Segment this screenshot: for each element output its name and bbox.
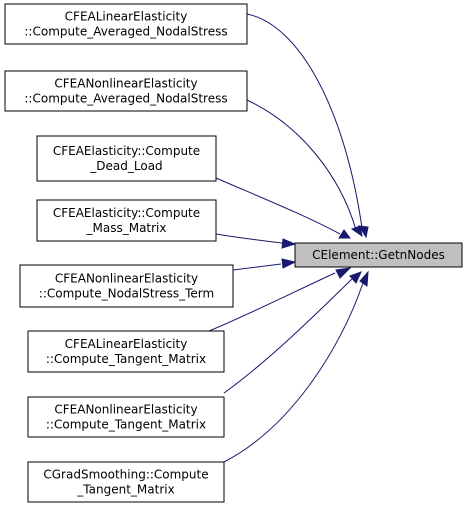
edge-feanonlinear_tangent_matrix — [223, 271, 362, 394]
node-label-line: CFEANonlinearElasticity — [54, 77, 197, 91]
arrowhead — [338, 229, 351, 239]
arrowhead — [358, 225, 369, 239]
node-label-line: CFEAElasticity::Compute — [53, 144, 200, 158]
edge-line — [208, 272, 336, 332]
arrowhead — [350, 225, 363, 238]
node-label-line: ::Compute_Tangent_Matrix — [46, 352, 206, 366]
node-label-line: CFEAElasticity::Compute — [53, 206, 200, 220]
caller-node-fealinear_avg_nodal_stress[interactable]: CFEALinearElasticity::Compute_Averaged_N… — [4, 3, 248, 45]
caller-node-feanonlinear_nodalstress_term[interactable]: CFEANonlinearElasticity::Compute_NodalSt… — [19, 264, 234, 308]
arrowhead — [349, 271, 362, 284]
node-box — [27, 330, 225, 373]
edge-feanonlinear_nodalstress_term — [232, 258, 297, 271]
caller-node-fealinear_tangent_matrix[interactable]: CFEALinearElasticity::Compute_Tangent_Ma… — [27, 330, 225, 373]
node-box — [4, 3, 248, 45]
node-box — [27, 396, 225, 438]
edge-gradsmoothing_tangent_matrix — [223, 270, 369, 463]
node-label-line: CFEANonlinearElasticity — [55, 272, 198, 286]
node-label-line: ::Compute_Averaged_NodalStress — [24, 92, 227, 106]
edge-line — [215, 233, 283, 244]
node-label-line: ::Compute_Averaged_NodalStress — [24, 25, 227, 39]
node-label-line: ::Compute_NodalStress_Term — [39, 287, 214, 301]
edge-line — [246, 99, 357, 231]
edge-feanonlinear_avg_nodal_stress — [246, 99, 363, 238]
edge-line — [215, 177, 341, 235]
edge-fealinear_tangent_matrix — [208, 267, 352, 332]
node-box — [36, 199, 217, 242]
caller-node-feanonlinear_tangent_matrix[interactable]: CFEANonlinearElasticity::Compute_Tangent… — [27, 396, 225, 438]
edge-line — [246, 13, 363, 229]
node-label-line: CFEANonlinearElasticity — [54, 403, 197, 417]
edge-line — [232, 263, 282, 271]
node-label-line: ::Compute_Tangent_Matrix — [46, 418, 206, 432]
edge-feaelasticity_dead_load — [215, 177, 351, 239]
edge-fealinear_avg_nodal_stress — [246, 13, 369, 239]
caller-node-gradsmoothing_tangent_matrix[interactable]: CGradSmoothing::Compute_Tangent_Matrix — [27, 461, 225, 503]
node-label-line: _Tangent_Matrix — [76, 483, 174, 497]
arrowhead — [359, 270, 369, 287]
arrowhead — [335, 267, 352, 279]
node-label-line: CGradSmoothing::Compute — [43, 468, 208, 482]
caller-node-feaelasticity_mass_matrix[interactable]: CFEAElasticity::Compute_Mass_Matrix — [36, 199, 217, 242]
edge-line — [223, 282, 364, 463]
caller-node-feaelasticity_dead_load[interactable]: CFEAElasticity::Compute_Dead_Load — [36, 135, 217, 182]
edges-layer — [208, 13, 369, 463]
node-label-line: CElement::GetnNodes — [312, 248, 445, 262]
edge-line — [223, 278, 353, 394]
edge-feaelasticity_mass_matrix — [215, 233, 297, 249]
node-box — [4, 70, 248, 112]
node-label-line: _Dead_Load — [89, 159, 162, 173]
target-node-getn_nodes[interactable]: CElement::GetnNodes — [294, 242, 463, 268]
node-box — [19, 264, 234, 308]
node-box — [27, 461, 225, 503]
nodes-layer: CFEALinearElasticity::Compute_Averaged_N… — [4, 3, 463, 503]
node-label-line: CFEALinearElasticity — [65, 10, 188, 24]
arrowhead — [281, 238, 297, 249]
node-label-line: CFEALinearElasticity — [65, 337, 188, 351]
node-box — [36, 135, 217, 182]
node-label-line: _Mass_Matrix — [86, 221, 167, 235]
node-box — [294, 242, 463, 268]
arrowhead — [281, 258, 297, 269]
caller-node-feanonlinear_avg_nodal_stress[interactable]: CFEANonlinearElasticity::Compute_Average… — [4, 70, 248, 112]
